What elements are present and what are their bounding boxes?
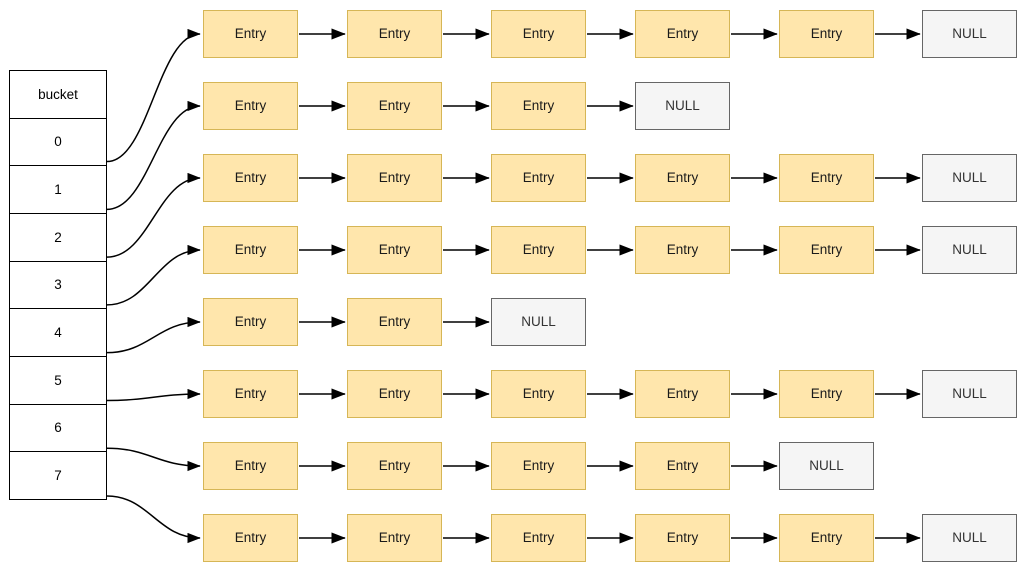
entry-node-bucket-0-1[interactable]: Entry — [347, 10, 442, 58]
entry-node-bucket-1-1[interactable]: Entry — [347, 82, 442, 130]
entry-node-bucket-3-4[interactable]: Entry — [779, 226, 874, 274]
entry-node-bucket-3-2[interactable]: Entry — [491, 226, 586, 274]
bucket-cell-0[interactable]: 0 — [10, 119, 106, 167]
entry-node-bucket-0-3[interactable]: Entry — [635, 10, 730, 58]
entry-node-bucket-4-0[interactable]: Entry — [203, 298, 298, 346]
bucket-table-header: bucket — [10, 71, 106, 119]
entry-node-bucket-1-2[interactable]: Entry — [491, 82, 586, 130]
entry-node-bucket-0-2[interactable]: Entry — [491, 10, 586, 58]
entry-node-bucket-5-4[interactable]: Entry — [779, 370, 874, 418]
entry-node-bucket-0-4[interactable]: Entry — [779, 10, 874, 58]
entry-node-bucket-3-3[interactable]: Entry — [635, 226, 730, 274]
entry-node-bucket-2-0[interactable]: Entry — [203, 154, 298, 202]
bucket-to-chain-arrows — [106, 28, 201, 544]
bucket-cell-1[interactable]: 1 — [10, 166, 106, 215]
bucket-cell-6[interactable]: 6 — [10, 405, 106, 453]
entry-node-bucket-6-1[interactable]: Entry — [347, 442, 442, 490]
null-node-bucket-3[interactable]: NULL — [922, 226, 1017, 274]
null-node-bucket-1[interactable]: NULL — [635, 82, 730, 130]
bucket-cell-3[interactable]: 3 — [10, 262, 106, 310]
entry-node-bucket-5-3[interactable]: Entry — [635, 370, 730, 418]
bucket-arrow-7 — [106, 495, 201, 544]
bucket-arrow-6 — [106, 447, 201, 472]
bucket-arrow-2 — [106, 172, 201, 258]
bucket-arrow-5 — [106, 388, 201, 402]
entry-node-bucket-0-0[interactable]: Entry — [203, 10, 298, 58]
entry-node-bucket-2-2[interactable]: Entry — [491, 154, 586, 202]
bucket-table: bucket 0 1 2 3 4 5 6 7 — [9, 70, 107, 500]
null-node-bucket-0[interactable]: NULL — [922, 10, 1017, 58]
null-node-bucket-6[interactable]: NULL — [779, 442, 874, 490]
null-node-bucket-5[interactable]: NULL — [922, 370, 1017, 418]
entry-node-bucket-3-0[interactable]: Entry — [203, 226, 298, 274]
entry-node-bucket-7-0[interactable]: Entry — [203, 514, 298, 562]
null-node-bucket-2[interactable]: NULL — [922, 154, 1017, 202]
null-node-bucket-7[interactable]: NULL — [922, 514, 1017, 562]
entry-node-bucket-4-1[interactable]: Entry — [347, 298, 442, 346]
bucket-cell-7[interactable]: 7 — [54, 467, 62, 483]
bucket-arrow-1 — [106, 100, 201, 211]
entry-node-bucket-6-0[interactable]: Entry — [203, 442, 298, 490]
null-node-bucket-4[interactable]: NULL — [491, 298, 586, 346]
entry-node-bucket-1-0[interactable]: Entry — [203, 82, 298, 130]
bucket-cell-5[interactable]: 5 — [10, 357, 106, 405]
entry-node-bucket-5-2[interactable]: Entry — [491, 370, 586, 418]
entry-node-bucket-6-3[interactable]: Entry — [635, 442, 730, 490]
entry-node-bucket-2-1[interactable]: Entry — [347, 154, 442, 202]
bucket-arrow-4 — [106, 316, 201, 354]
entry-node-bucket-6-2[interactable]: Entry — [491, 442, 586, 490]
entry-node-bucket-7-2[interactable]: Entry — [491, 514, 586, 562]
bucket-arrow-0 — [106, 28, 201, 163]
bucket-arrow-3 — [106, 244, 201, 306]
entry-node-bucket-2-3[interactable]: Entry — [635, 154, 730, 202]
entry-node-bucket-3-1[interactable]: Entry — [347, 226, 442, 274]
bucket-cell-4[interactable]: 4 — [10, 309, 106, 358]
entry-node-bucket-7-1[interactable]: Entry — [347, 514, 442, 562]
entry-node-bucket-7-4[interactable]: Entry — [779, 514, 874, 562]
entry-node-bucket-2-4[interactable]: Entry — [779, 154, 874, 202]
entry-node-bucket-5-1[interactable]: Entry — [347, 370, 442, 418]
bucket-cell-2[interactable]: 2 — [10, 214, 106, 262]
entry-node-bucket-7-3[interactable]: Entry — [635, 514, 730, 562]
entry-node-bucket-5-0[interactable]: Entry — [203, 370, 298, 418]
